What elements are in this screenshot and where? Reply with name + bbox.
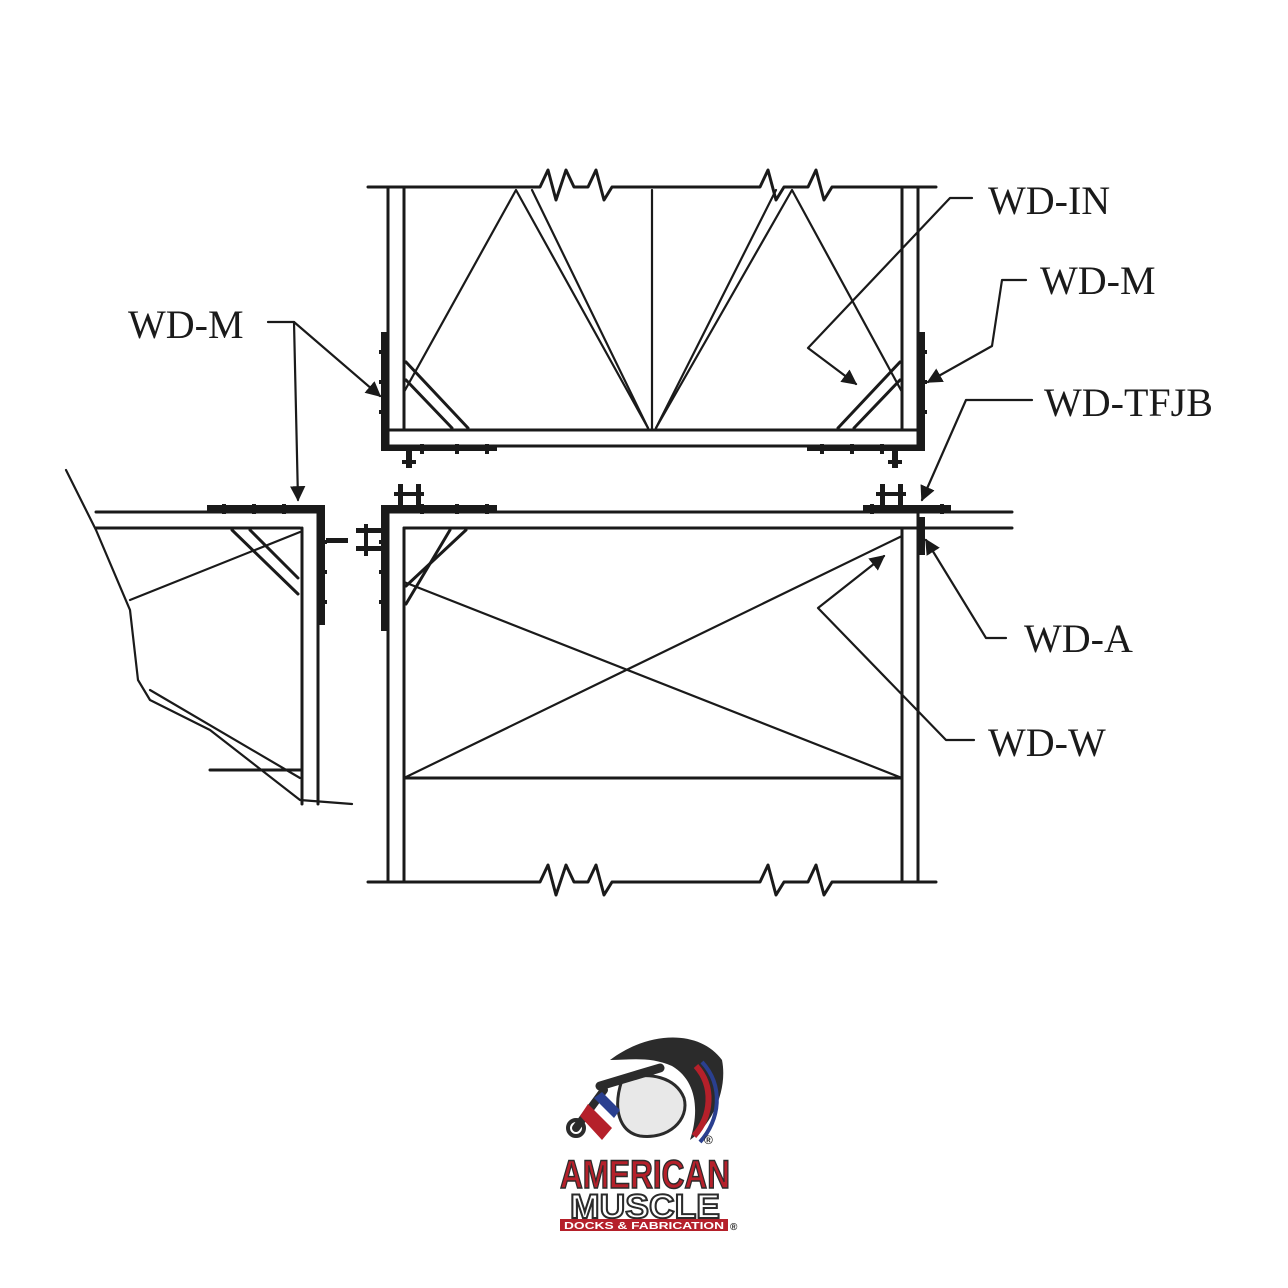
label-wd-w: WD-W — [988, 720, 1106, 765]
left-lower-brace — [148, 688, 302, 780]
callout-leaders — [266, 196, 1034, 742]
upper-hanging-bolts — [402, 450, 902, 468]
logo-text-registered: ® — [730, 1222, 738, 1233]
left-corner-bracket — [207, 505, 325, 625]
leader-wd-a — [924, 538, 1008, 640]
leader-wd-in — [806, 196, 974, 386]
upper-dock-section — [366, 168, 938, 468]
left-bolts — [222, 504, 348, 604]
left-brace — [128, 530, 302, 602]
upper-web-left — [402, 188, 650, 430]
upper-left-knee-brace-a — [404, 360, 470, 430]
left-knee-brace-b — [248, 528, 300, 580]
upper-right-knee-brace-b — [852, 378, 902, 430]
upper-right-corner-bracket — [807, 332, 925, 451]
label-wd-m-left: WD-M — [128, 302, 244, 347]
logo-banner — [560, 1219, 728, 1231]
lower-top-bolt-group-right — [876, 484, 906, 508]
lower-left-knee-brace-b — [404, 528, 452, 606]
leader-wd-m-left-b — [292, 320, 382, 398]
lower-top-bolt-group-left — [394, 484, 424, 508]
logo-line1: AMERICAN — [560, 1153, 730, 1197]
lower-left-knee-brace-a — [404, 528, 468, 588]
leader-wd-w — [816, 554, 976, 742]
logo-emblem-registered: ® — [704, 1133, 713, 1147]
upper-web-right-inner — [654, 188, 778, 430]
callout-labels: WD-IN WD-M WD-M WD-TFJB WD-A WD-W — [128, 178, 1213, 765]
label-wd-in: WD-IN — [988, 178, 1110, 223]
label-wd-tfjb: WD-TFJB — [1044, 380, 1213, 425]
label-wd-a: WD-A — [1024, 616, 1133, 661]
upper-bolts — [379, 350, 927, 454]
leader-wd-tfjb — [920, 398, 1034, 502]
left-knee-brace-a — [230, 528, 300, 596]
left-shoreline — [64, 468, 354, 806]
leader-wd-m-left-a — [266, 320, 306, 502]
leader-wd-m-right — [926, 278, 1028, 384]
lower-x-brace-b — [402, 534, 904, 780]
upper-web-right — [654, 188, 904, 430]
company-logo: ® AMERICAN MUSCLE DOCKS & FABRICATION ® — [559, 1037, 738, 1233]
lower-bolts — [379, 504, 944, 604]
upper-web-left-inner — [530, 188, 650, 430]
left-side-section — [64, 468, 354, 806]
lower-side-bolt-group — [356, 524, 382, 556]
upper-left-knee-brace-b — [404, 378, 454, 430]
lower-x-brace-a — [402, 580, 904, 780]
logo-line3: DOCKS & FABRICATION — [564, 1221, 724, 1232]
lower-break-line — [366, 863, 938, 897]
shark-arm-emblem — [566, 1037, 724, 1144]
upper-break-line — [366, 168, 938, 202]
lower-dock-section — [356, 484, 1014, 897]
upper-right-knee-brace-a — [836, 360, 902, 430]
label-wd-m-right: WD-M — [1040, 258, 1156, 303]
